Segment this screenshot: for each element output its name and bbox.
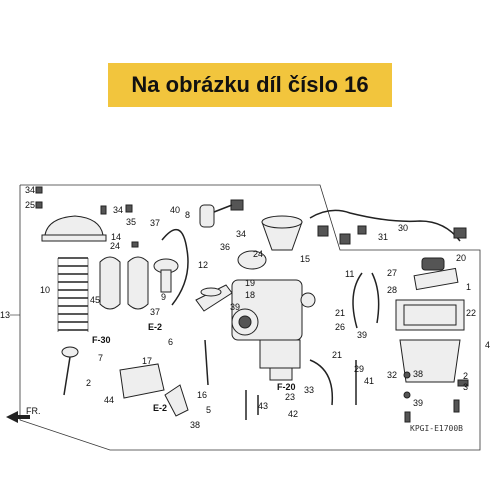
screw-parts (35, 186, 139, 248)
callout-38-b: 38 (413, 369, 423, 379)
callout-21-b: 21 (332, 350, 342, 360)
part-number-banner: Na obrázku díl číslo 16 (108, 63, 392, 107)
ref-e2-lower: E-2 (153, 403, 167, 413)
callout-35: 35 (126, 217, 136, 227)
callout-43: 43 (258, 401, 268, 411)
carburetor-body-part (231, 279, 316, 381)
callout-1: 1 (466, 282, 471, 292)
callout-24-b: 24 (253, 249, 263, 259)
callout-3: 3 (463, 382, 468, 392)
wire-harness-part (309, 209, 467, 245)
callout-37-b: 37 (150, 307, 160, 317)
callout-24: 24 (110, 241, 120, 251)
callout-33: 33 (304, 385, 314, 395)
diagram-frame (10, 184, 481, 451)
callout-16: 16 (197, 390, 207, 400)
callout-25: 25 (25, 200, 35, 210)
callout-4: 4 (485, 340, 490, 350)
callout-2-b: 2 (463, 371, 468, 381)
callout-37: 37 (150, 218, 160, 228)
top-cap-part (261, 215, 303, 251)
callout-42: 42 (288, 409, 298, 419)
front-arrow-icon (6, 411, 30, 423)
callout-34: 34 (25, 185, 35, 195)
throttle-sensor-part (199, 199, 244, 228)
callout-10: 10 (40, 285, 50, 295)
callout-9: 9 (161, 292, 166, 302)
callout-23: 23 (285, 392, 295, 402)
callout-39-b: 39 (357, 330, 367, 340)
callout-20: 20 (456, 253, 466, 263)
drain-tube-part (309, 272, 380, 406)
callout-39: 39 (230, 302, 240, 312)
top-cover-part (41, 215, 107, 242)
hose-part (161, 228, 189, 306)
callout-44: 44 (104, 395, 114, 405)
callout-14: 14 (111, 232, 121, 242)
callout-28: 28 (387, 285, 397, 295)
ref-f20: F-20 (277, 382, 296, 392)
callout-40: 40 (170, 205, 180, 215)
callout-18: 18 (245, 290, 255, 300)
callout-27: 27 (387, 268, 397, 278)
cable-lever-part (119, 363, 189, 417)
callout-22: 22 (466, 308, 476, 318)
callout-8: 8 (185, 210, 190, 220)
callout-labels: 34 25 14 10 13 7 2 34 35 24 45 9 12 37 4… (0, 185, 490, 430)
ref-e2-upper: E-2 (148, 322, 162, 332)
callout-15: 15 (300, 254, 310, 264)
callout-11: 11 (345, 269, 354, 279)
callout-34-c: 34 (236, 229, 246, 239)
callout-12: 12 (198, 260, 208, 270)
callout-17: 17 (142, 356, 152, 366)
callout-6: 6 (168, 337, 173, 347)
callout-29: 29 (354, 364, 364, 374)
callout-26: 26 (335, 322, 345, 332)
callout-38: 38 (190, 420, 200, 430)
diagram-code: KPGI-E1700B (410, 424, 463, 433)
jet-needle-part (61, 346, 79, 396)
callout-41: 41 (364, 376, 374, 386)
callout-34-b: 34 (113, 205, 123, 215)
callout-36: 36 (220, 242, 230, 252)
callout-31: 31 (378, 232, 388, 242)
throttle-valve-part (153, 258, 179, 293)
pilot-screw-part (200, 287, 259, 420)
callout-32: 32 (387, 370, 397, 380)
callout-39-c: 39 (413, 398, 423, 408)
spring-part (57, 257, 89, 332)
banner-text: Na obrázku díl číslo 16 (131, 72, 369, 97)
vacuum-piston-part (237, 250, 267, 270)
callout-30: 30 (398, 223, 408, 233)
callout-2: 2 (86, 378, 91, 388)
callout-45: 45 (90, 295, 100, 305)
front-direction-label: FR. (26, 406, 41, 416)
float-valve-part (413, 257, 459, 291)
callout-13: 13 (0, 310, 10, 320)
diaphragm-part (99, 256, 149, 310)
callout-21: 21 (335, 308, 345, 318)
callout-19: 19 (245, 278, 255, 288)
drain-screw-parts (403, 371, 469, 423)
ref-f30: F-30 (92, 335, 111, 345)
callout-7: 7 (98, 353, 103, 363)
carburetor-exploded-diagram: FR. F-30 E-2 E-2 F-20 KPGI-E1700B 34 25 … (0, 184, 490, 451)
callout-5: 5 (206, 405, 211, 415)
float-chamber-part (395, 299, 465, 383)
